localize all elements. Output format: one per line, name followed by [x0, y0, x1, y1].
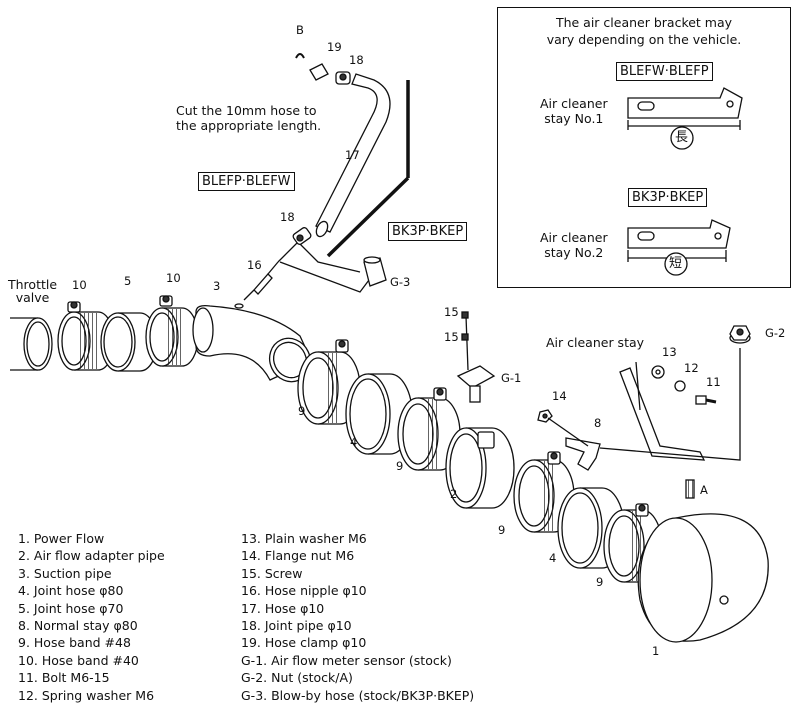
- stay-no1-label: Air cleaner stay No.1: [540, 96, 608, 126]
- part-item: 8. Normal stay φ80: [18, 618, 138, 634]
- joint-pipe-18-lower: [292, 227, 312, 245]
- throttle-valve-pipe: [10, 317, 53, 371]
- hose-band-10-right: [145, 295, 199, 367]
- label-4-a: 4: [350, 435, 358, 449]
- part-item: 11. Bolt M6-15: [18, 670, 110, 686]
- tag-bk3p-bkep-box: BK3P·BKEP: [628, 188, 708, 207]
- label-3: 3: [213, 279, 221, 293]
- label-19: 19: [327, 40, 342, 54]
- label-15-upper: 15: [444, 305, 459, 319]
- label-throttle-valve: Throttle valve: [8, 277, 58, 305]
- label-18-upper: 18: [349, 53, 364, 67]
- part-item: 2. Air flow adapter pipe: [18, 548, 165, 564]
- part-item: 18. Joint pipe φ10: [241, 618, 352, 634]
- label-9-d: 9: [596, 575, 604, 589]
- label-12: 12: [684, 361, 699, 375]
- long-mark: 長: [675, 130, 689, 145]
- tag-blefp-blefw: BLEFP·BLEFW: [198, 172, 295, 191]
- hose-clip-b: [295, 53, 305, 59]
- stay-no1-drawing: [627, 87, 743, 130]
- label-10-left: 10: [72, 278, 87, 292]
- label-g1: G-1: [501, 371, 522, 385]
- hose-clamp-19: [309, 63, 329, 81]
- bk3p-bracket-lines: [326, 80, 410, 258]
- air-flow-adapter-pipe-2: [445, 427, 515, 509]
- part-item: 19. Hose clamp φ10: [241, 635, 367, 651]
- label-g3: G-3: [390, 275, 411, 289]
- part-item: 13. Plain washer M6: [241, 531, 367, 546]
- stay-no2-label: Air cleaner stay No.2: [540, 230, 608, 260]
- spring-washer-12: [674, 380, 686, 392]
- joint-pipe-18-upper: [335, 71, 351, 85]
- label-11: 11: [706, 375, 721, 389]
- part-item: 14. Flange nut M6: [241, 548, 355, 564]
- parts-list-left: 1. Power Flow 2. Air flow adapter pipe 3…: [18, 530, 165, 704]
- parts-list-right: 13. Plain washer M6 14. Flange nut M6 15…: [241, 530, 474, 704]
- label-air-cleaner-stay: Air cleaner stay: [546, 335, 645, 350]
- leader-lines: [277, 239, 373, 293]
- label-5: 5: [124, 274, 132, 288]
- label-4-b: 4: [549, 551, 557, 565]
- part-item: G-3. Blow-by hose (stock/BK3P·BKEP): [241, 687, 475, 703]
- part-item: 1. Power Flow: [18, 531, 105, 546]
- part-item: 15. Screw: [241, 565, 303, 581]
- label-b: B: [296, 23, 304, 37]
- air-flow-sensor-g1: [456, 311, 496, 403]
- label-14: 14: [552, 389, 567, 403]
- part-item: 16. Hose nipple φ10: [241, 583, 367, 599]
- label-a: A: [700, 483, 708, 497]
- label-9-c: 9: [498, 523, 506, 537]
- hose-band-9-b: [397, 387, 461, 471]
- plain-washer-13: [651, 365, 665, 379]
- long-mark-circle: [670, 126, 694, 150]
- part-item: G-2. Nut (stock/A): [241, 670, 353, 686]
- part-item: 4. Joint hose φ80: [18, 583, 124, 599]
- label-16: 16: [247, 258, 262, 272]
- label-8: 8: [594, 416, 602, 430]
- bracket-variation-box: [497, 7, 791, 288]
- short-mark-circle: [664, 252, 688, 276]
- assembly-lines: [547, 348, 741, 461]
- hose-band-9-a: [297, 339, 361, 425]
- cut-hose-note: Cut the 10mm hose to the appropriate len…: [176, 103, 322, 133]
- label-1: 1: [652, 644, 660, 658]
- stay-no2-drawing: [627, 219, 731, 262]
- part-item: 3. Suction pipe: [18, 565, 112, 581]
- stud-a: [685, 479, 695, 499]
- suction-pipe-3: [192, 303, 313, 383]
- tag-bk3p-bkep: BK3P·BKEP: [388, 222, 468, 241]
- hose-17: [315, 73, 391, 238]
- label-17: 17: [345, 148, 360, 162]
- part-item: 10. Hose band #40: [18, 652, 139, 668]
- part-item: 5. Joint hose φ70: [18, 600, 124, 616]
- label-15-lower: 15: [444, 330, 459, 344]
- power-flow-filter-1: [637, 513, 769, 643]
- label-9-a: 9: [298, 404, 306, 418]
- flange-nut-14: [537, 409, 553, 423]
- short-mark: 短: [669, 256, 683, 271]
- part-item: 17. Hose φ10: [241, 600, 325, 616]
- part-item: 9. Hose band #48: [18, 635, 131, 651]
- tag-blefw-blefp: BLEFW·BLEFP: [616, 62, 713, 81]
- bolt-11: [695, 395, 717, 405]
- label-18-lower: 18: [280, 210, 295, 224]
- part-item: 12. Spring washer M6: [18, 687, 155, 703]
- blow-by-hose-g3: [363, 256, 387, 287]
- bracket-note: The air cleaner bracket may vary dependi…: [546, 15, 742, 47]
- label-9-b: 9: [396, 459, 404, 473]
- normal-stay-8: [565, 437, 601, 471]
- nut-g2: [729, 325, 751, 344]
- label-10-right: 10: [166, 271, 181, 285]
- part-item: G-1. Air flow meter sensor (stock): [241, 652, 452, 668]
- air-cleaner-stay: [619, 367, 706, 461]
- label-2: 2: [450, 487, 458, 501]
- label-13: 13: [662, 345, 677, 359]
- label-g2: G-2: [765, 326, 786, 340]
- hose-nipple-16: [243, 261, 279, 301]
